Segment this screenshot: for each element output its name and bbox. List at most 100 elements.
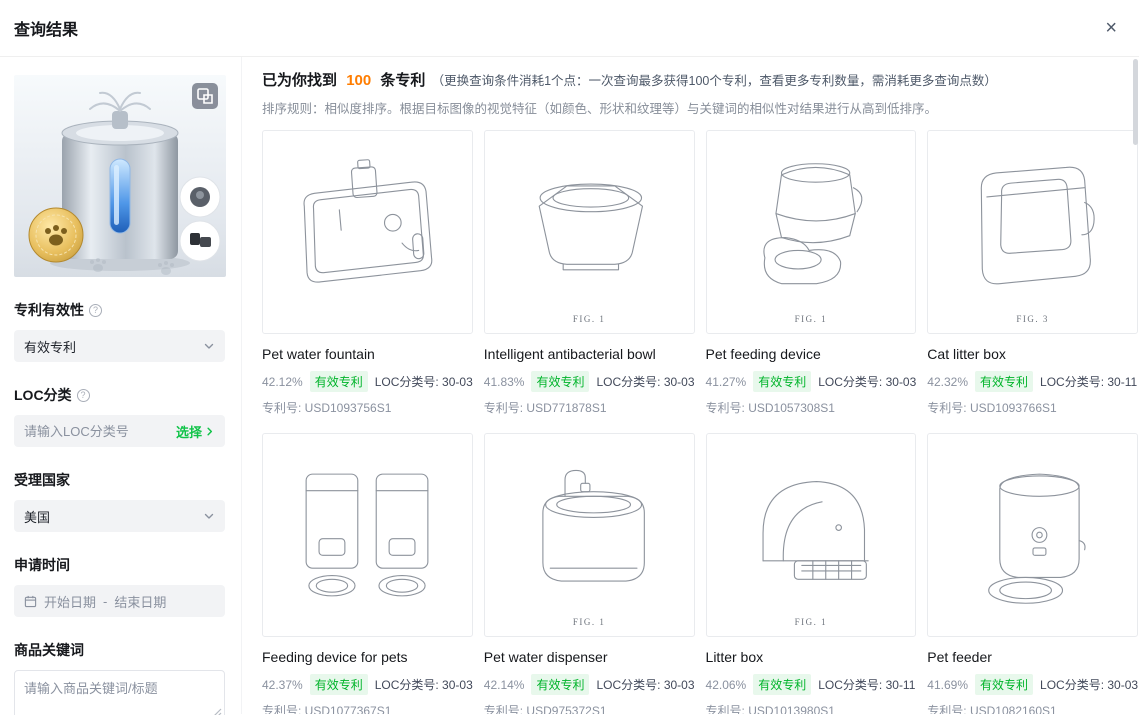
patent-card[interactable]: FIG. 1 Pet feeding device 41.27% 有效专利 LO… [705,130,917,416]
page-title: 查询结果 [14,22,79,39]
patent-number: 专利号: USD771878S1 [483,401,607,415]
patent-drawing[interactable]: FIG. 1 [483,433,695,637]
similarity-score: 42.32% [927,374,968,389]
date-end-placeholder: 结束日期 [114,594,167,610]
patent-drawing[interactable] [262,130,473,334]
compare-icon [192,83,218,109]
similarity-score: 42.06% [705,677,747,692]
validity-badge: 有效专利 [309,674,368,695]
patent-card[interactable]: Pet water fountain 42.12% 有效专利 LOC分类号: 3… [262,130,473,416]
patent-number: 专利号: USD1077367S1 [262,704,392,714]
loc-number: LOC分类号: 30-03 [374,375,473,389]
validity-label: 专利有效性 ? [14,300,225,320]
patent-title[interactable]: Pet water dispenser [483,649,608,665]
scrollbar-thumb[interactable] [1133,59,1138,145]
chevron-down-icon [203,510,215,522]
found-prefix: 已为你找到 [262,72,338,89]
patent-card[interactable]: FIG. 1 Intelligent antibacterial bowl 41… [483,130,695,416]
loc-number: LOC分类号: 30-03 [818,375,917,389]
patent-card[interactable]: FIG. 1 Pet water dispenser 42.14% 有效专利 L… [483,433,695,714]
filter-sidebar: 专利有效性 ? 有效专利 LOC分类 ? [0,57,242,715]
patent-title[interactable]: Litter box [705,649,764,665]
loc-number: LOC分类号: 30-11 [818,678,916,692]
loc-label: LOC分类 ? [14,385,225,405]
patent-number: 专利号: USD1093766S1 [927,401,1057,415]
info-icon[interactable]: ? [76,388,90,402]
loc-number: LOC分类号: 30-03 [374,678,473,692]
country-value: 美国 [24,509,51,525]
patent-number: 专利号: USD975372S1 [483,704,607,714]
chevron-down-icon [203,340,215,352]
patent-drawing[interactable]: FIG. 3 [927,130,1139,334]
calendar-icon [24,595,37,608]
loc-select-link[interactable]: 选择 [176,422,215,441]
loc-input[interactable] [24,423,176,439]
patent-title[interactable]: Intelligent antibacterial bowl [483,346,656,362]
patent-drawing[interactable] [262,433,473,637]
patent-number: 专利号: USD1082160S1 [927,704,1057,714]
date-label: 申请时间 [14,557,70,573]
query-product-image [14,75,226,277]
patent-drawing[interactable]: FIG. 1 [483,130,695,334]
figure-label: FIG. 1 [794,617,828,627]
info-icon[interactable]: ? [89,303,102,317]
loc-number: LOC分类号: 30-03 [596,375,695,389]
loc-number: LOC分类号: 30-03 [596,678,695,692]
figure-label: FIG. 1 [572,617,606,627]
patent-title[interactable]: Cat litter box [927,346,1006,362]
figure-label: FIG. 1 [794,314,828,324]
validity-select[interactable]: 有效专利 [14,330,225,362]
similarity-score: 41.83% [483,374,525,389]
patent-card[interactable]: Feeding device for pets 42.37% 有效专利 LOC分… [262,433,473,714]
date-start-placeholder: 开始日期 [44,594,97,610]
similarity-score: 42.37% [262,677,303,692]
patent-drawing[interactable]: FIG. 1 [705,130,917,334]
loc-number: LOC分类号: 30-03 [1040,678,1139,692]
keyword-textarea[interactable] [14,670,225,715]
keyword-label: 商品关键词 [14,642,84,658]
patent-drawing[interactable] [927,433,1139,637]
similarity-score: 41.69% [927,677,968,692]
patent-title[interactable]: Pet feeding device [705,346,821,362]
results-grid: Pet water fountain 42.12% 有效专利 LOC分类号: 3… [262,130,1139,714]
similarity-score: 41.27% [705,374,747,389]
chevron-right-icon [207,427,213,435]
patent-number: 专利号: USD1093756S1 [262,401,392,415]
filter-group-country: 受理国家 美国 [14,470,225,532]
modal-header: 查询结果 × [0,0,1139,57]
validity-badge: 有效专利 [753,371,812,392]
figure-label: FIG. 3 [1016,314,1049,324]
found-suffix: 条专利 [380,72,426,89]
results-panel: 已为你找到 100 条专利 （更换查询条件消耗1个点：一次查询最多获得100个专… [242,57,1139,714]
sort-rule: 排序规则：相似度排序。根据目标图像的视觉特征（如颜色、形状和纹理等）与关键词的相… [262,102,938,116]
validity-badge: 有效专利 [753,674,812,695]
patent-card[interactable]: FIG. 3 Cat litter box 42.32% 有效专利 LOC分类号… [927,130,1139,416]
resize-handle-icon[interactable] [213,704,222,715]
similarity-score: 42.12% [262,374,303,389]
loc-number: LOC分类号: 30-11 [1040,375,1138,389]
filter-group-keyword: 商品关键词 [14,640,225,715]
patent-title[interactable]: Pet water fountain [262,346,375,362]
country-label: 受理国家 [14,472,70,488]
found-count: 100 [346,72,372,89]
patent-number: 专利号: USD1057308S1 [705,401,835,415]
validity-badge: 有效专利 [309,371,368,392]
validity-badge: 有效专利 [531,371,590,392]
patent-title[interactable]: Feeding device for pets [262,649,408,665]
patent-title[interactable]: Pet feeder [927,649,992,665]
validity-badge: 有效专利 [975,674,1034,695]
similarity-score: 42.14% [483,677,525,692]
patent-card[interactable]: FIG. 1 Litter box 42.06% 有效专利 LOC分类号: 30… [705,433,917,714]
filter-group-validity: 专利有效性 ? 有效专利 [14,300,225,362]
patent-number: 专利号: USD1013980S1 [705,704,835,714]
country-select[interactable]: 美国 [14,500,225,532]
filter-group-loc: LOC分类 ? 选择 [14,385,225,447]
validity-value: 有效专利 [24,339,77,355]
date-range-picker[interactable]: 开始日期 - 结束日期 [14,585,225,617]
patent-card[interactable]: Pet feeder 41.69% 有效专利 LOC分类号: 30-03 专利号… [927,433,1139,714]
close-icon[interactable]: × [1105,17,1117,39]
patent-drawing[interactable]: FIG. 1 [705,433,917,637]
results-summary: 已为你找到 100 条专利 （更换查询条件消耗1个点：一次查询最多获得100个专… [262,70,1121,92]
results-note: （更换查询条件消耗1个点：一次查询最多获得100个专利，查看更多专利数量，需消耗… [431,74,997,88]
